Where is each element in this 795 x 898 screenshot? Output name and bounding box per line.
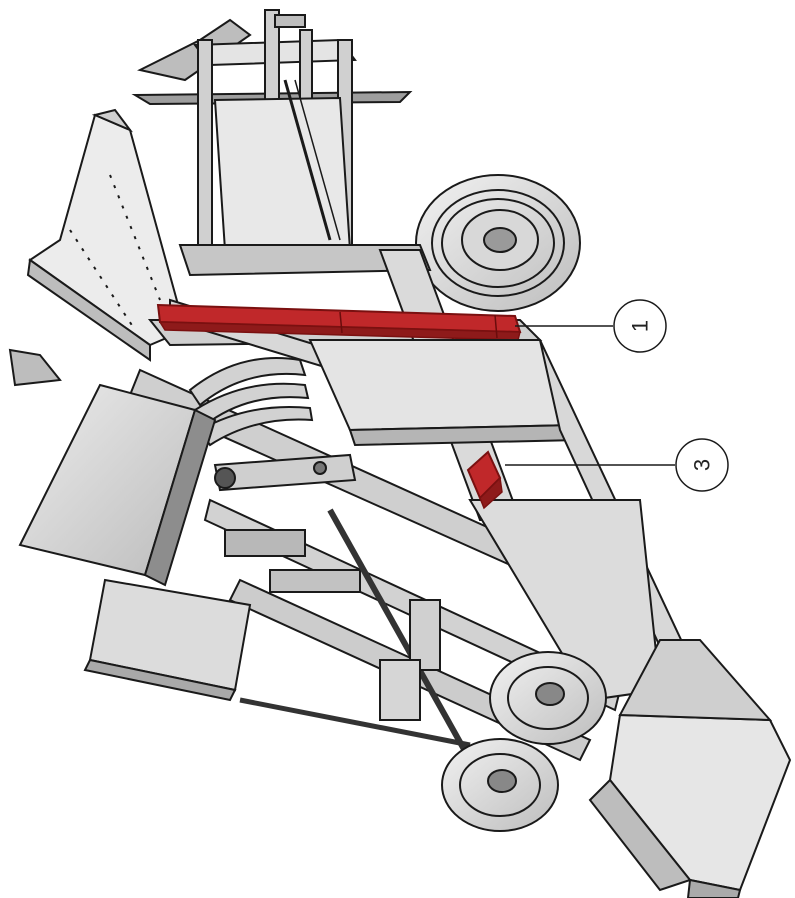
lower-wheel-rear <box>489 651 607 745</box>
side-deck <box>8 108 187 387</box>
highlighted-crossmember <box>156 303 522 341</box>
side-plate <box>18 383 217 587</box>
tow-frame <box>131 9 413 271</box>
callout-3: 3 <box>675 438 729 492</box>
lower-wheel-front <box>441 738 559 832</box>
top-platform <box>308 339 702 702</box>
curved-fender <box>188 357 314 447</box>
central-machinery <box>83 453 473 762</box>
callout-1: 1 <box>613 299 667 353</box>
callout-leaders <box>505 325 675 466</box>
spare-wheel <box>415 174 581 312</box>
callout-1-label: 1 <box>628 320 653 332</box>
callout-3-label: 3 <box>690 459 715 471</box>
highlighted-bracket <box>466 450 503 510</box>
rear-hopper <box>588 639 792 898</box>
